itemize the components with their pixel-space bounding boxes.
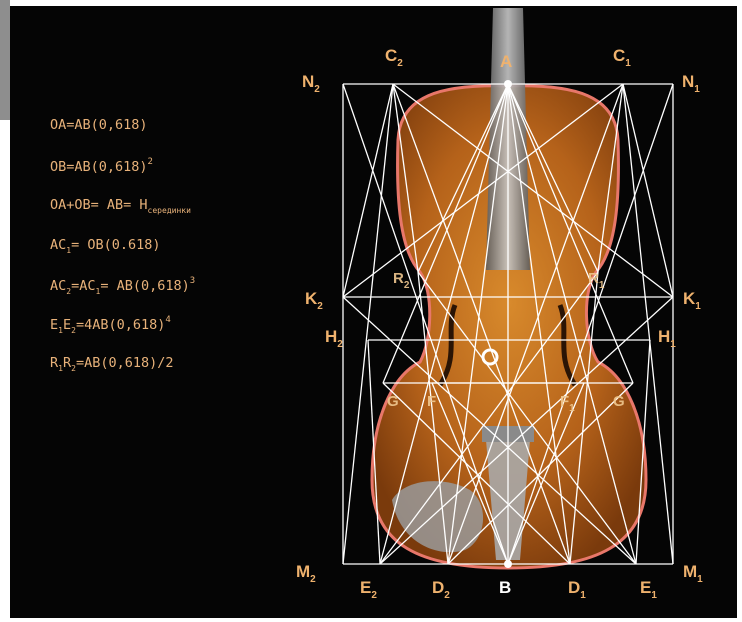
point-label-r2: R2 xyxy=(393,270,410,291)
formula-line: R1R2=AB(0,618)/2 xyxy=(50,355,174,373)
corner-tab xyxy=(0,0,10,120)
point-label-m1: M1 xyxy=(683,562,703,585)
point-label-e2: E2 xyxy=(360,578,377,601)
construction-line-c1-m1 xyxy=(622,83,674,565)
construction-line-n2-b xyxy=(342,83,509,565)
construction-line-k1-c2 xyxy=(392,83,674,298)
point-label-a: A xyxy=(500,52,513,71)
f-hole-left xyxy=(437,304,458,387)
point-label-h2: H2 xyxy=(325,327,343,350)
construction-line-r2-d2 xyxy=(417,271,449,565)
construction-line-g1-d2 xyxy=(447,382,634,565)
point-label-c2: C2 xyxy=(385,46,403,69)
construction-line-c2-r2 xyxy=(392,83,419,273)
construction-line-g1-a xyxy=(507,83,634,384)
chinrest xyxy=(392,481,484,553)
point-label-e1: E1 xyxy=(640,578,657,601)
construction-line-a-e2 xyxy=(379,83,509,565)
construction-line-a-r1 xyxy=(507,83,599,273)
point-label-k1: K1 xyxy=(683,289,701,312)
center-mark xyxy=(481,348,499,366)
construction-line-k2-e1 xyxy=(342,296,637,565)
construction-line-k1-e2 xyxy=(379,296,674,565)
construction-line-n1-b xyxy=(507,83,674,565)
point-label-k2: K2 xyxy=(305,289,323,312)
point-dot-b xyxy=(504,560,512,568)
construction-line-f1-b xyxy=(507,382,585,565)
construction-line-c2-k2 xyxy=(342,83,394,298)
construction-line-r1-e2 xyxy=(379,271,599,565)
formula-line: OB=AB(0,618)2 xyxy=(50,157,153,175)
construction-line-c1-d2 xyxy=(447,83,624,565)
construction-line-a-r2 xyxy=(417,83,509,273)
construction-line-g-a xyxy=(382,83,509,384)
point-label-r1: R1 xyxy=(588,270,605,291)
f-hole-right xyxy=(557,304,578,387)
formula-line: E1E2=4AB(0,618)4 xyxy=(50,315,171,335)
point-label-c1: C1 xyxy=(613,46,631,69)
point-label-d2: D2 xyxy=(432,578,450,601)
construction-line-c2-m2 xyxy=(342,83,394,565)
point-label-d1: D1 xyxy=(568,578,586,601)
construction-points xyxy=(504,80,512,568)
construction-lines xyxy=(342,83,674,565)
construction-line-c1-r1 xyxy=(597,83,624,273)
construction-line-f-b xyxy=(431,382,509,565)
formula-line: AC2=AC1= AB(0,618)3 xyxy=(50,276,196,296)
point-label-h1: H1 xyxy=(658,327,676,350)
construction-line-k2-c1 xyxy=(342,83,624,298)
point-label-g1: G xyxy=(613,393,625,410)
construction-line-g-d1 xyxy=(382,382,571,565)
construction-line-r1-d1 xyxy=(569,271,599,565)
point-label-f1: F1 xyxy=(560,393,575,414)
construction-line-h1-e1 xyxy=(635,339,651,565)
point-label-n1: N1 xyxy=(682,72,700,95)
formula-line: AC1= OB(0.618) xyxy=(50,237,161,255)
construction-line-c2-d1 xyxy=(392,83,571,565)
point-dot-a xyxy=(504,80,512,88)
point-label-m2: M2 xyxy=(296,562,316,585)
construction-line-r2-e1 xyxy=(417,271,637,565)
point-label-g: G xyxy=(387,393,399,410)
formula-line: OA+OB= AB= Hсерединки xyxy=(50,197,191,215)
formula-line: OA=AB(0,618) xyxy=(50,117,148,133)
point-label-b: B xyxy=(499,578,512,597)
point-label-f: F xyxy=(427,393,437,410)
construction-line-c1-k1 xyxy=(622,83,674,298)
construction-line-h2-e2 xyxy=(367,339,381,565)
point-label-n2: N2 xyxy=(302,72,320,95)
construction-line-a-e1 xyxy=(507,83,637,565)
